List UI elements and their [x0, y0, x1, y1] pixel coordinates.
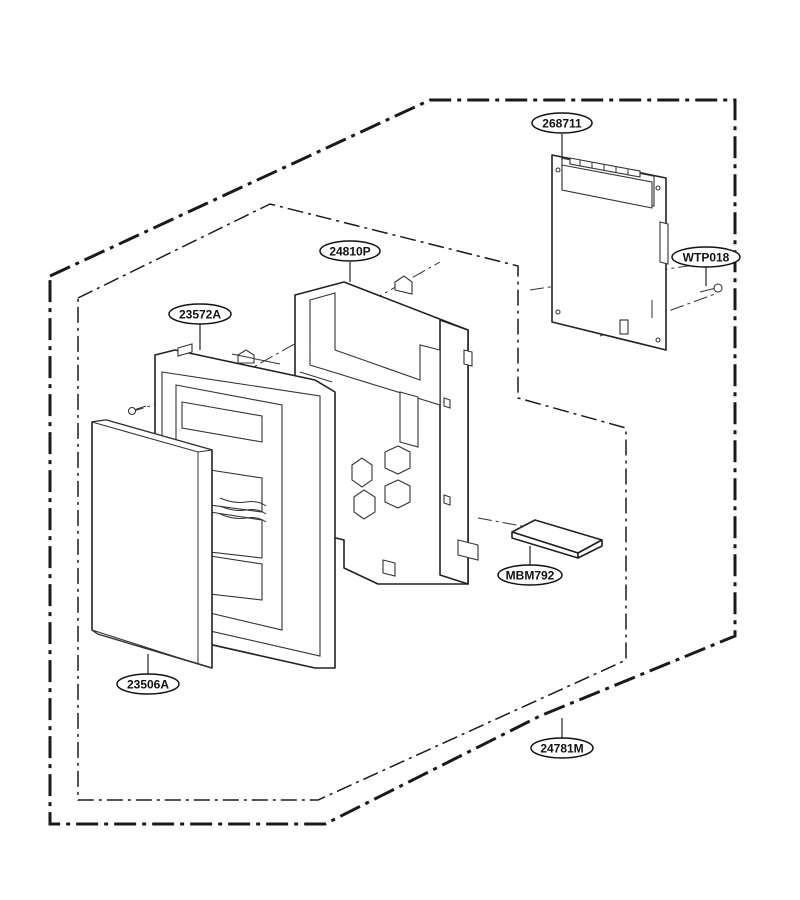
- callout-23506a: 23506A: [116, 673, 180, 695]
- callout-24810p-text: 24810P: [329, 245, 370, 259]
- callout-23572a: 23572A: [168, 303, 232, 325]
- pcb-board-part: [551, 154, 669, 351]
- callout-23506a-text: 23506A: [127, 678, 169, 692]
- callout-268711: 268711: [531, 112, 593, 134]
- leader-lines: [147, 134, 707, 738]
- callout-24810p: 24810P: [319, 240, 381, 262]
- panel-screw: [127, 405, 147, 416]
- callout-wtp018-text: WTP018: [683, 251, 730, 265]
- keypad-cutouts: [351, 445, 411, 520]
- callout-24781m: 24781M: [530, 737, 594, 759]
- callout-24781m-text: 24781M: [540, 742, 583, 756]
- pad-mbm792-part: [511, 519, 603, 559]
- callout-268711-text: 268711: [542, 117, 582, 131]
- callout-23572a-text: 23572A: [179, 308, 221, 322]
- callout-wtp018: WTP018: [671, 246, 741, 268]
- holder-frame-part: [294, 275, 479, 585]
- assembly-boundary-inner: [77, 203, 627, 801]
- callout-mbm792: MBM792: [497, 564, 563, 586]
- callout-mbm792-text: MBM792: [506, 569, 555, 583]
- front-cover-part: [91, 419, 213, 669]
- screw-wtp018-part: [699, 283, 723, 293]
- assembly-boundary-outer: [48, 98, 737, 826]
